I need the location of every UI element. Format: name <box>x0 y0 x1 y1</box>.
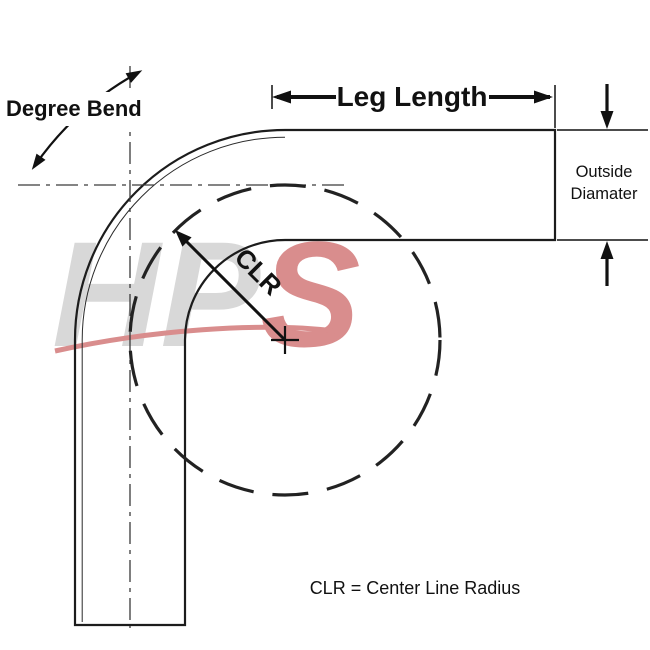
degree-bend-arrowhead-lower-icon <box>31 153 46 170</box>
clr-legend-text: CLR = Center Line Radius <box>310 578 521 598</box>
degree-bend-arrowhead-upper-icon <box>125 70 143 83</box>
degree-bend-label: Degree Bend <box>6 96 142 121</box>
leg-length-left-arrowhead-icon <box>272 90 291 104</box>
outside-diameter-label-line2: Diamater <box>571 185 638 203</box>
watermark-swoosh <box>54 324 336 354</box>
clr-arrow-shaft <box>179 234 287 342</box>
clr-arrowhead-icon <box>175 230 192 247</box>
clr-dashed-circle <box>128 183 442 497</box>
watermark: HPS <box>52 210 360 378</box>
tube-outline <box>73 128 557 627</box>
outside-diameter-label-line1: Outside <box>576 163 633 181</box>
leg-length-right-arrowhead-icon <box>534 90 553 104</box>
tube-outer-detail-line <box>81 136 286 622</box>
degree-bend-label-mask <box>0 92 142 126</box>
tube-body-fill <box>75 130 555 625</box>
degree-bend-annotation: Degree Bend <box>0 70 143 170</box>
watermark-red-letter: S <box>260 210 360 378</box>
leg-length-annotation: Leg Length <box>271 81 556 128</box>
watermark-gray-letters: HP <box>52 210 261 378</box>
od-bottom-arrowhead-icon <box>600 241 614 259</box>
od-top-arrowhead-icon <box>600 111 614 129</box>
leg-length-label: Leg Length <box>337 81 488 112</box>
watermark-text: HPS <box>52 210 360 378</box>
